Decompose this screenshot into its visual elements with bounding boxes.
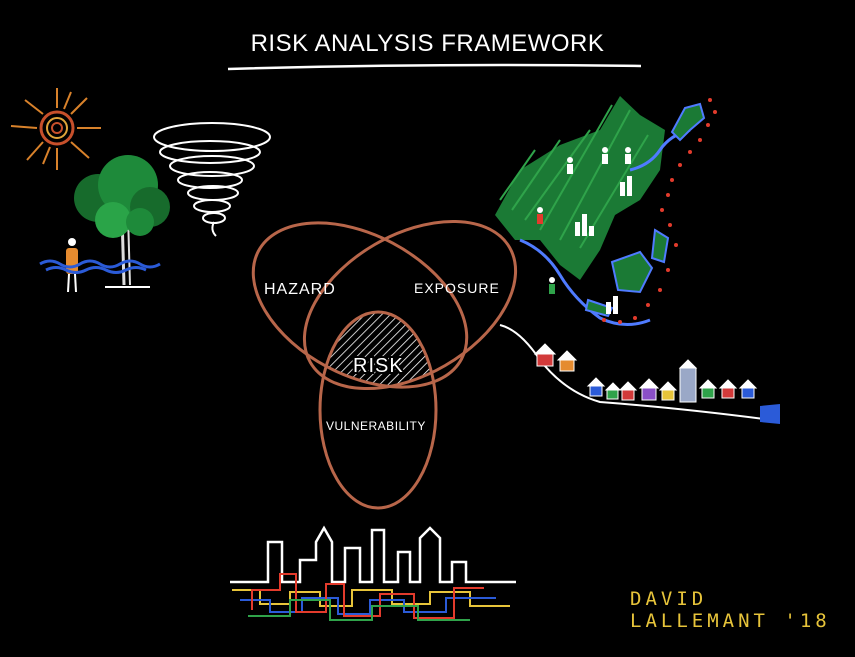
hillside-village-icon xyxy=(499,324,780,424)
exposure-label: EXPOSURE xyxy=(414,280,500,296)
tornado-icon xyxy=(153,122,271,237)
venn-diagram: HAZARD EXPOSURE RISK VULNERABILITY xyxy=(251,219,518,510)
vulnerability-ellipse xyxy=(318,310,438,510)
exposure-ellipse xyxy=(302,219,518,391)
city-skyline-icon xyxy=(230,525,516,621)
page-title: RISK ANALYSIS FRAMEWORK xyxy=(250,30,605,57)
artist-signature: DAVID LALLEMANT '18 xyxy=(630,588,831,632)
tree-icon xyxy=(74,155,170,288)
sun-icon xyxy=(10,88,101,170)
hazard-ellipse xyxy=(251,221,469,389)
risk-label: RISK xyxy=(353,355,404,377)
hazard-label: HAZARD xyxy=(264,281,336,298)
flood-water-icon xyxy=(39,259,161,274)
vulnerability-label: VULNERABILITY xyxy=(326,419,426,433)
title-underline xyxy=(227,63,642,71)
asia-map-icon xyxy=(495,96,717,326)
